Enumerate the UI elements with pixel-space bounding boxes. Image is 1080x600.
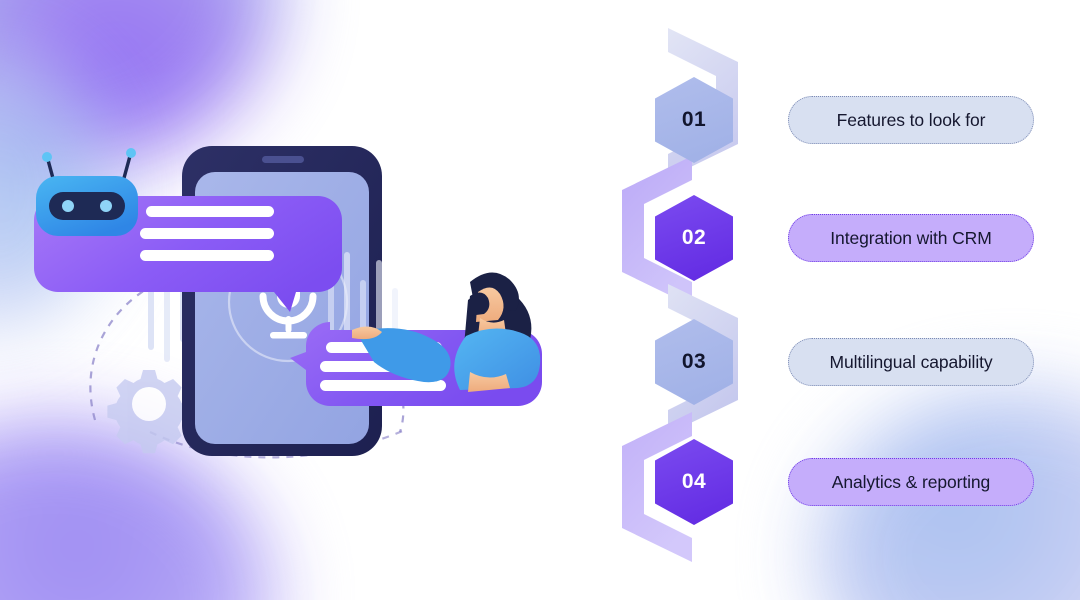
ribbon-segment-3	[668, 284, 738, 434]
step-pill-03[interactable]: Multilingual capability	[788, 338, 1034, 386]
step-hexagon-02[interactable]: 02	[655, 195, 733, 281]
bubble-line	[140, 250, 274, 261]
person-hand-2	[468, 372, 510, 392]
step-pill-04[interactable]: Analytics & reporting	[788, 458, 1034, 506]
robot-eye	[62, 200, 74, 212]
person-arm	[356, 328, 451, 383]
speaker-slot	[262, 156, 304, 163]
person-character	[352, 272, 541, 392]
step-hexagon-01[interactable]: 01	[655, 77, 733, 163]
person-top	[454, 328, 541, 390]
robot-eye	[100, 200, 112, 212]
step-number-04: 04	[681, 470, 707, 493]
step-item-03[interactable]: 03 Multilingual capability	[600, 316, 1080, 436]
step-number-03: 03	[681, 350, 707, 373]
ribbon-segment-4	[622, 412, 692, 562]
bubble-line	[320, 380, 446, 391]
step-label-02: Integration with CRM	[830, 227, 992, 248]
chatbot-robot-head	[36, 148, 138, 236]
step-item-01[interactable]: 01 Features to look for	[600, 60, 1080, 180]
step-hexagon-04[interactable]: 04	[655, 439, 733, 525]
step-item-04[interactable]: 04 Analytics & reporting	[600, 439, 1080, 564]
step-pill-01[interactable]: Features to look for	[788, 96, 1034, 144]
step-label-01: Features to look for	[836, 109, 986, 130]
step-number-01: 01	[681, 108, 707, 131]
bubble-line	[146, 206, 274, 217]
robot-visor	[49, 192, 125, 220]
bubble-line	[140, 228, 274, 239]
person-hand	[352, 326, 382, 340]
step-item-02[interactable]: 02 Integration with CRM	[600, 188, 1080, 308]
step-label-03: Multilingual capability	[829, 351, 993, 372]
step-hexagon-03[interactable]: 03	[655, 319, 733, 405]
step-label-04: Analytics & reporting	[831, 471, 991, 492]
ribbon-segment-2	[622, 156, 692, 306]
antenna-tip	[42, 152, 52, 162]
gear-icon	[107, 370, 191, 454]
antenna-tip	[126, 148, 136, 158]
steps-panel: 01 Features to look for 02 Integration w…	[600, 0, 1080, 600]
step-pill-02[interactable]: Integration with CRM	[788, 214, 1034, 262]
step-number-02: 02	[681, 226, 707, 249]
voice-assistant-illustration	[34, 146, 542, 459]
